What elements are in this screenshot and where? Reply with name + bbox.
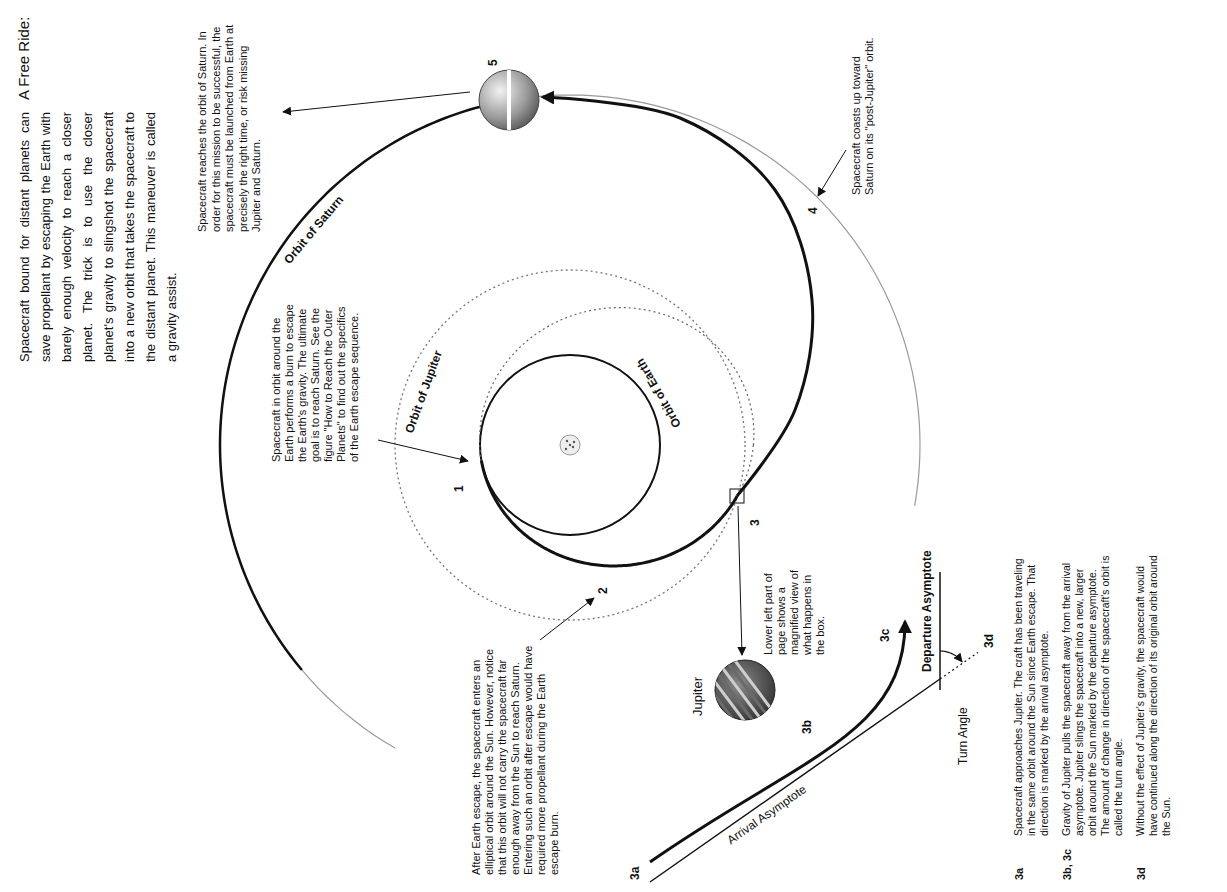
leader-arrow <box>738 506 742 655</box>
saturn-ring <box>507 70 511 130</box>
saturn-orbit-arc <box>220 100 509 670</box>
jupiter-orbit <box>395 270 745 620</box>
turn-angle-arc <box>940 651 962 662</box>
saturn-planet <box>479 70 539 130</box>
leader-arrow <box>818 150 846 196</box>
asymptote-label: Arrival Asymptote <box>724 782 809 848</box>
jupiter-band <box>718 650 778 730</box>
post-jupiter-trajectory <box>543 97 813 496</box>
sun-speck <box>572 446 574 448</box>
magnify-box <box>730 489 744 503</box>
callout-text: After Earth escape, the spacecraft enter… <box>470 645 561 875</box>
jupiter-band <box>700 650 760 730</box>
callout-text: Spacecraft coasts up toward Saturn on it… <box>850 25 876 195</box>
sun-speck <box>565 448 567 450</box>
orbit-label: Orbit of Earth <box>633 356 685 430</box>
leader-arrow <box>378 440 468 461</box>
sun-speck <box>569 444 571 446</box>
departure-asymptote <box>939 572 941 690</box>
original-direction <box>940 652 978 679</box>
earth-orbit <box>480 355 660 535</box>
jupiter-band <box>727 650 787 730</box>
note-number: 3b, 3c <box>1060 838 1074 880</box>
note-text: Without the effect of Jupiter's gravity,… <box>1134 554 1173 836</box>
callout-text: Spacecraft in orbit around the Earth per… <box>270 297 361 462</box>
page-heading: A Free Ride: <box>14 10 33 100</box>
orbit-label: Orbit of Saturn <box>281 193 347 268</box>
jupiter-band <box>691 650 751 730</box>
asymptote-label: Departure Asymptote <box>920 537 935 672</box>
callout-number: 4 <box>806 200 821 214</box>
sun-speck <box>566 440 568 442</box>
jupiter-band <box>681 650 741 730</box>
note-number: 3a <box>1012 838 1026 880</box>
sun-speck <box>573 441 575 443</box>
transfer-trajectory <box>481 461 737 566</box>
callout-number: 5 <box>486 52 501 66</box>
note-text: Gravity of Jupiter pulls the spacecraft … <box>1060 554 1125 836</box>
note-text: Spacecraft approaches Jupiter. The craft… <box>1012 554 1051 836</box>
callout-number: 3c <box>878 624 893 642</box>
note-number: 3d <box>1134 838 1148 880</box>
callout-number: 3 <box>748 512 763 526</box>
escape-ellipse <box>480 308 754 566</box>
saturn-orbit <box>220 95 920 748</box>
angle-label: Turn Angle <box>956 695 971 765</box>
flyby-trajectory <box>650 622 905 862</box>
leader-arrow <box>540 598 594 640</box>
callout-number: 1 <box>452 476 467 492</box>
orbit-label: Orbit of Jupiter <box>402 349 446 436</box>
callout-number: 3d <box>982 630 997 648</box>
sun <box>560 435 580 455</box>
callout-number: 3a <box>628 860 643 880</box>
jupiter-band <box>709 650 769 730</box>
callout-number: 3b <box>800 716 815 734</box>
intro-paragraph: Spacecraft bound for distant planets can… <box>14 112 182 362</box>
leader-arrow <box>283 92 470 112</box>
callout-number: 2 <box>596 580 611 594</box>
callout-text: Spacecraft reaches the orbit of Saturn. … <box>196 20 264 232</box>
callout-text: Lower left part of page shows a magnifie… <box>762 560 827 655</box>
planet-label: Jupiter <box>690 666 706 716</box>
